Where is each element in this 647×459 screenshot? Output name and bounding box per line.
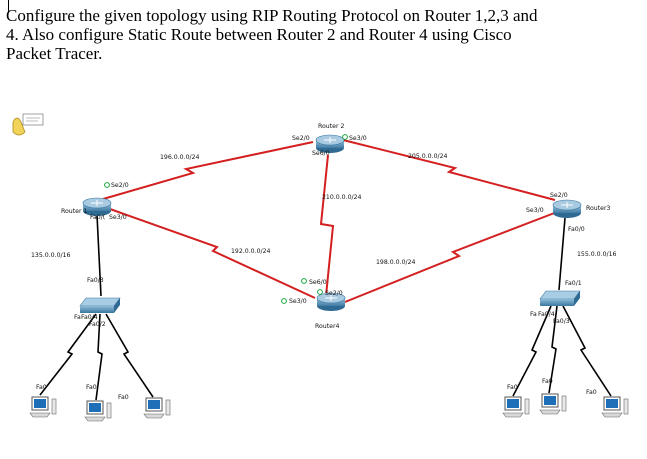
router-2-label: Router 2	[318, 123, 344, 130]
pc-2[interactable]	[84, 400, 112, 422]
link-r2-r4	[319, 154, 335, 297]
network-198-label: 198.0.0.0/24	[376, 259, 416, 266]
port-label-r4-se2: Se2/0	[325, 290, 343, 297]
ethernet-links	[39, 214, 612, 401]
link-switch2-pc6	[562, 305, 612, 397]
link-switch1-pc2	[95, 313, 103, 401]
port-status-dots	[104, 134, 348, 304]
link-r1-switch1	[96, 214, 102, 297]
serial-links	[102, 139, 558, 303]
port-label-sw2-fa3: Fa0/3	[553, 318, 570, 325]
router-1[interactable]	[82, 197, 112, 216]
link-switch1-pc1	[39, 313, 97, 396]
link-switch1-pc3	[105, 313, 154, 398]
pc-4[interactable]	[502, 396, 530, 418]
pc-6[interactable]	[601, 396, 629, 418]
port-dot-r4-se3	[281, 298, 287, 304]
question-text: Configure the given topology using RIP R…	[6, 0, 636, 63]
port-label-sw1-fa3: Fa0/3	[87, 277, 104, 284]
port-dot-r2-se3	[342, 134, 348, 140]
link-r3-switch2	[558, 217, 566, 291]
note-icon	[12, 113, 44, 136]
link-r2-r3	[342, 139, 556, 201]
port-label-r3-fa0: Fa0/0	[568, 226, 585, 233]
switch-2[interactable]	[539, 290, 581, 306]
port-label-pc4-fa0: Fa0	[507, 384, 518, 391]
switch-1[interactable]	[79, 297, 121, 313]
port-label-r2-se6: Se6/0	[312, 150, 330, 157]
port-label-r2-se2: Se2/0	[292, 135, 310, 142]
port-label-sw1-fa2: Fa0/2	[89, 321, 106, 328]
port-label-sw1-fa4a: Fa	[74, 314, 81, 321]
port-dot-r4-se2	[317, 289, 323, 295]
network-205-label: 205.0.0.0/24	[408, 153, 448, 160]
port-label-pc1-fa0: Fa0	[36, 384, 47, 391]
port-label-pc2-fa0: Fa0	[86, 384, 97, 391]
port-dot-r4-se6	[301, 278, 307, 284]
router-2[interactable]	[315, 134, 345, 153]
port-label-sw2-fa4b: Fa0/4	[538, 311, 555, 318]
router-4[interactable]	[316, 292, 346, 311]
link-switch2-pc4	[512, 305, 552, 397]
network-135-label: 135.0.0.0/16	[31, 252, 71, 259]
port-label-r1-se3: Se3/0	[109, 214, 127, 221]
port-label-r2-se3: Se3/0	[349, 135, 367, 142]
port-dot-r1-se2	[104, 182, 110, 188]
port-label-sw2-fa4a: Fa	[530, 311, 537, 318]
question-line-3: Packet Tracer.	[6, 44, 103, 63]
router-1-label: Router 1	[61, 208, 87, 215]
link-r1-r4	[109, 208, 316, 299]
port-label-r1-fa0: Fa0/(	[90, 214, 105, 221]
port-label-r4-se3: Se3/0	[289, 298, 307, 305]
router-4-label: Router4	[315, 323, 340, 330]
text-cursor	[8, 0, 9, 12]
port-label-pc5-fa0: Fa0	[542, 378, 553, 385]
pc-5[interactable]	[539, 393, 567, 415]
port-label-pc6-fa0: Fa0	[586, 389, 597, 396]
network-210-label: 210.0.0.0/24	[322, 194, 362, 201]
router-3-label: Router3	[586, 205, 611, 212]
network-192-label: 192.0.0.0/24	[231, 248, 271, 255]
port-label-r4-se6: Se6/0	[309, 279, 327, 286]
port-label-r3-se2: Se2/0	[550, 192, 568, 199]
pc-1[interactable]	[29, 396, 57, 418]
question-line-1: Configure the given topology using RIP R…	[6, 6, 538, 25]
question-line-2: 4. Also configure Static Route between R…	[6, 25, 512, 44]
port-label-r1-se2: Se2/0	[111, 182, 129, 189]
link-r1-r2	[102, 141, 314, 200]
port-label-sw1-fa4b: Fa0/4	[81, 314, 98, 321]
port-label-pc3-fa0: Fa0	[118, 394, 129, 401]
router-3[interactable]	[552, 199, 582, 218]
port-label-sw2-fa1: Fa0/1	[565, 280, 582, 287]
network-155-label: 155.0.0.0/16	[577, 251, 617, 258]
pc-3[interactable]	[143, 397, 171, 419]
link-switch2-pc5	[548, 305, 558, 394]
network-196-label: 196.0.0.0/24	[160, 154, 200, 161]
link-r3-r4	[344, 211, 558, 303]
port-label-r3-se3: Se3/0	[526, 207, 544, 214]
